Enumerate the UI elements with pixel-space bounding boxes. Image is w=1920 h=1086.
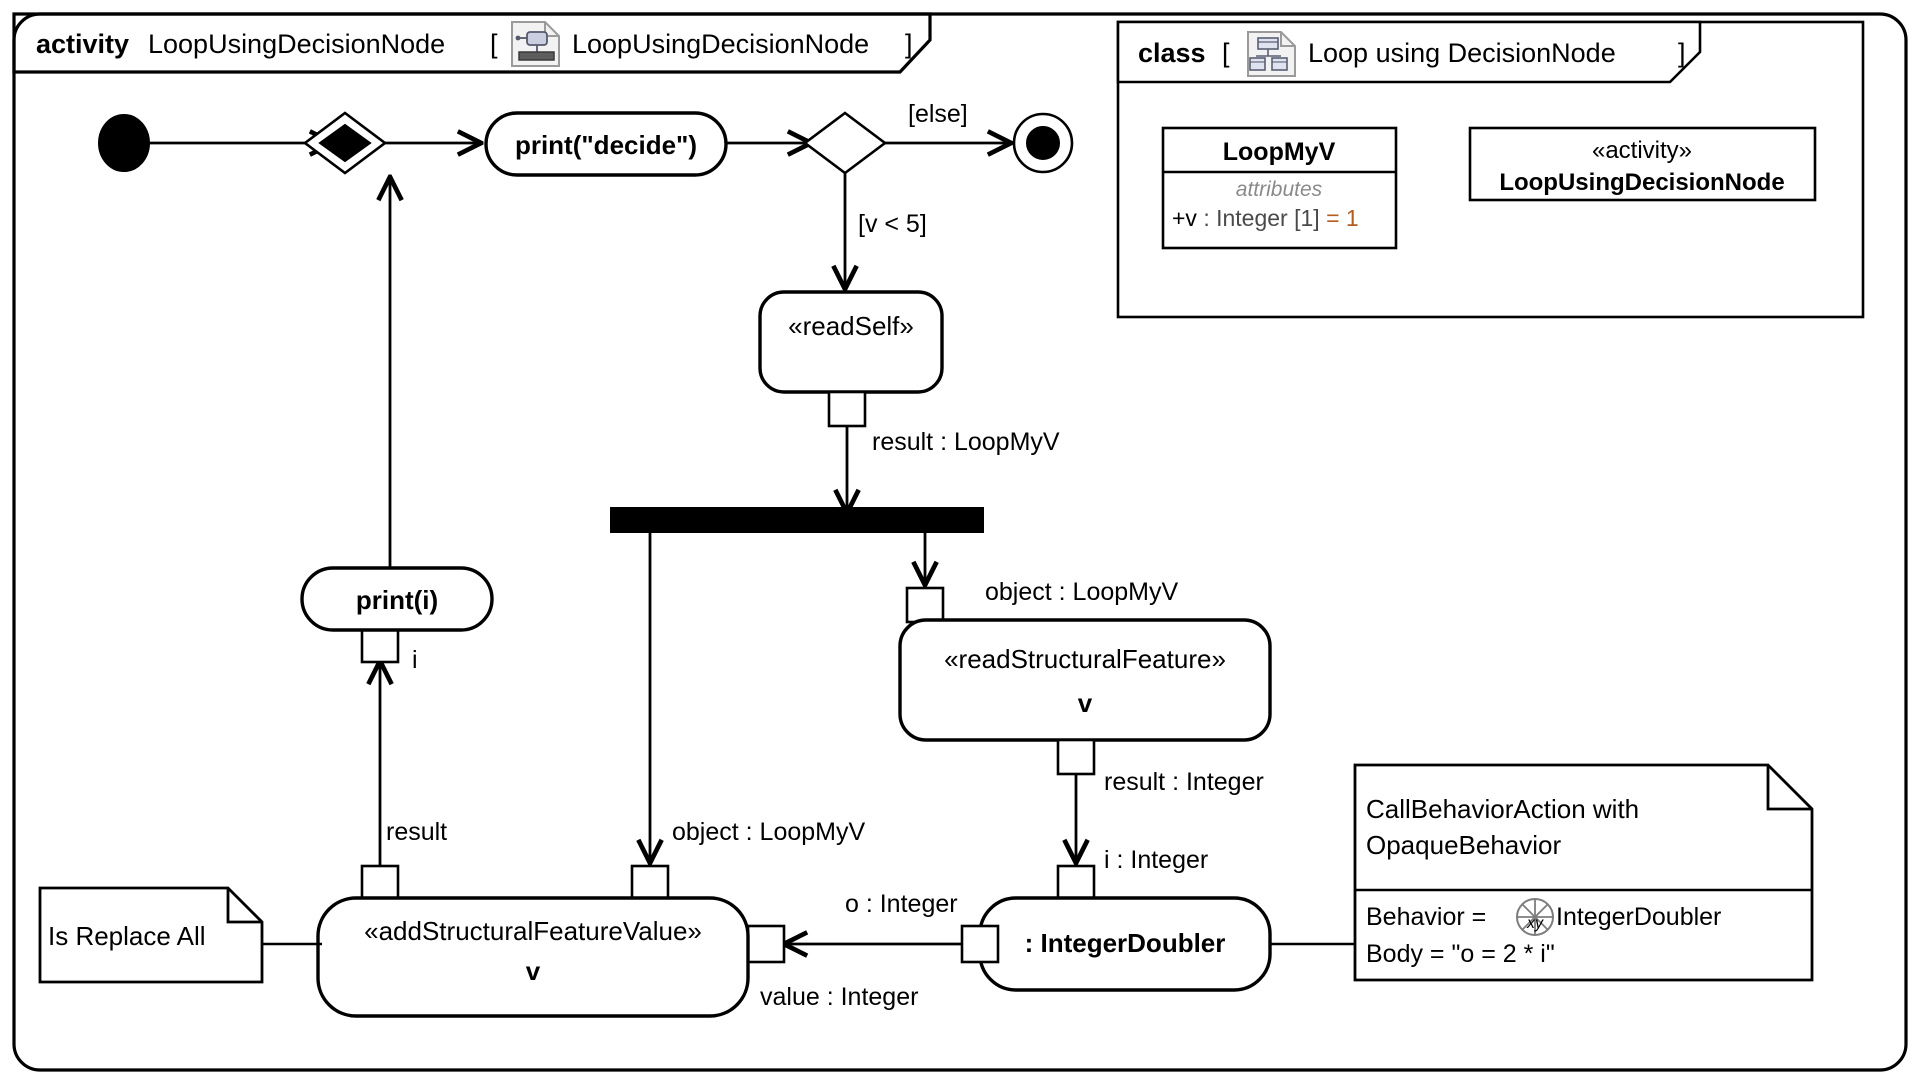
note-call-behavior-action[interactable]: CallBehaviorAction with OpaqueBehavior B… (1353, 763, 1814, 982)
pin-asfv-value[interactable] (746, 924, 786, 964)
pin-rsf-result[interactable] (1056, 738, 1096, 776)
initial-node[interactable] (98, 114, 150, 172)
activity-frame: activity LoopUsingDecisionNode [ LoopUsi… (12, 12, 1908, 1072)
action-print-i-shape (300, 566, 494, 632)
action-readself-shape (758, 290, 944, 394)
activity-frame-bracket-open: [ (490, 29, 498, 59)
note-is-replace-all[interactable]: Is Replace All (38, 886, 264, 984)
activity-classifier-stereotype: «activity» (1592, 137, 1692, 164)
note-call-behavior-body: Body = "o = 2 * i" (1366, 940, 1555, 968)
activity-frame-name: LoopUsingDecisionNode (148, 29, 445, 59)
action-print-i-label: print(i) (356, 585, 438, 615)
guard-v-lt-5-label: [v < 5] (858, 210, 927, 238)
class-attribute-row: +v : Integer [1] = 1 (1172, 205, 1359, 231)
activity-frame-diagram-name: LoopUsingDecisionNode (572, 29, 869, 59)
class-frame-bracket-close: ] (1678, 38, 1686, 68)
pin-rsf-object[interactable] (905, 586, 945, 624)
label-printi-pin: i (412, 646, 418, 674)
pin-asfv-result[interactable] (360, 864, 400, 902)
pin-doubler-o[interactable] (960, 924, 1000, 964)
action-rsf-feature: v (1078, 688, 1093, 718)
class-diagram-icon (1247, 31, 1296, 77)
note-call-behavior-fold (1766, 765, 1812, 811)
action-readself[interactable]: «readSelf» (758, 290, 944, 394)
activity-classifier-name: LoopUsingDecisionNode (1499, 169, 1784, 196)
action-integer-doubler[interactable]: : IntegerDoubler (978, 896, 1272, 992)
label-asfv-result: result (386, 818, 447, 846)
note-call-behavior-title-line2: OpaqueBehavior (1366, 830, 1561, 860)
action-asfv-shape (316, 896, 750, 1018)
label-doubler-i: i : Integer (1104, 846, 1208, 874)
fork-node[interactable] (610, 507, 984, 533)
attribute-name: +v (1172, 205, 1197, 231)
class-frame-diagram-name: Loop using DecisionNode (1308, 38, 1616, 68)
activity-frame-border (12, 12, 1908, 1072)
label-rsf-object: object : LoopMyV (985, 578, 1178, 606)
action-asfv-feature: v (526, 956, 541, 986)
attribute-type: : Integer [1] (1197, 205, 1320, 231)
class-frame: class [ Loop using DecisionNode ] LoopMy… (1116, 20, 1865, 319)
initial-node-shape (98, 114, 150, 172)
class-box-border (1161, 126, 1398, 250)
note-call-behavior-behavior-label: Behavior = (1366, 903, 1486, 931)
activity-final-node[interactable] (1012, 112, 1074, 174)
action-integer-doubler-label: : IntegerDoubler (1025, 928, 1226, 958)
activity-frame-kind-label: activity (36, 29, 129, 59)
decision-node[interactable] (802, 111, 888, 175)
action-rsf-stereotype: «readStructuralFeature» (944, 644, 1226, 674)
action-rsf-shape (898, 618, 1272, 742)
opaque-behavior-icon-xy: xy (1526, 915, 1544, 932)
class-box-loopmyv[interactable]: LoopMyV attributes +v : Integer [1] = 1 (1161, 126, 1398, 250)
class-attributes-header: attributes (1236, 178, 1323, 201)
class-name-label: LoopMyV (1223, 138, 1336, 166)
label-asfv-value: value : Integer (760, 983, 918, 1011)
action-add-structural-feature-value[interactable]: «addStructuralFeatureValue» v (316, 896, 750, 1018)
action-print-decide-label: print("decide") (515, 130, 697, 160)
action-read-structural-feature[interactable]: «readStructuralFeature» v (898, 618, 1272, 742)
activity-final-inner (1026, 126, 1060, 160)
activity-frame-tab (12, 12, 932, 74)
note-is-replace-all-shape (38, 886, 264, 984)
class-frame-kind-label: class (1138, 38, 1206, 68)
label-asfv-object: object : LoopMyV (672, 818, 865, 846)
pin-doubler-i[interactable] (1056, 864, 1096, 902)
action-print-decide[interactable]: print("decide") (484, 111, 728, 177)
class-frame-bracket-open: [ (1222, 38, 1230, 68)
note-is-replace-all-text: Is Replace All (48, 921, 206, 951)
merge-node-inner (318, 123, 372, 163)
opaque-behavior-icon: xy (1516, 898, 1554, 936)
action-readself-label: «readSelf» (788, 311, 914, 341)
activity-diagram-icon (511, 21, 560, 67)
label-readself-result: result : LoopMyV (872, 428, 1060, 456)
action-print-i[interactable]: print(i) (300, 566, 494, 632)
label-doubler-o: o : Integer (845, 890, 958, 918)
guard-else-label: [else] (908, 100, 968, 128)
attribute-default: = 1 (1320, 205, 1359, 231)
activity-classifier-border (1468, 126, 1817, 202)
label-rsf-result: result : Integer (1104, 768, 1264, 796)
merge-node[interactable] (302, 111, 388, 175)
pin-readself-result[interactable] (827, 390, 867, 428)
note-call-behavior-behavior-value: IntegerDoubler (1556, 903, 1721, 931)
pin-printi-i[interactable] (360, 626, 400, 664)
note-is-replace-all-fold (226, 888, 262, 924)
activity-frame-bracket-close: ] (905, 29, 913, 59)
action-asfv-stereotype: «addStructuralFeatureValue» (364, 916, 702, 946)
pin-asfv-object[interactable] (630, 864, 670, 902)
note-call-behavior-title-line1: CallBehaviorAction with (1366, 794, 1639, 824)
decision-node-shape (802, 111, 888, 175)
class-box-activity-loopusingdecisionnode[interactable]: «activity» LoopUsingDecisionNode (1468, 126, 1817, 202)
